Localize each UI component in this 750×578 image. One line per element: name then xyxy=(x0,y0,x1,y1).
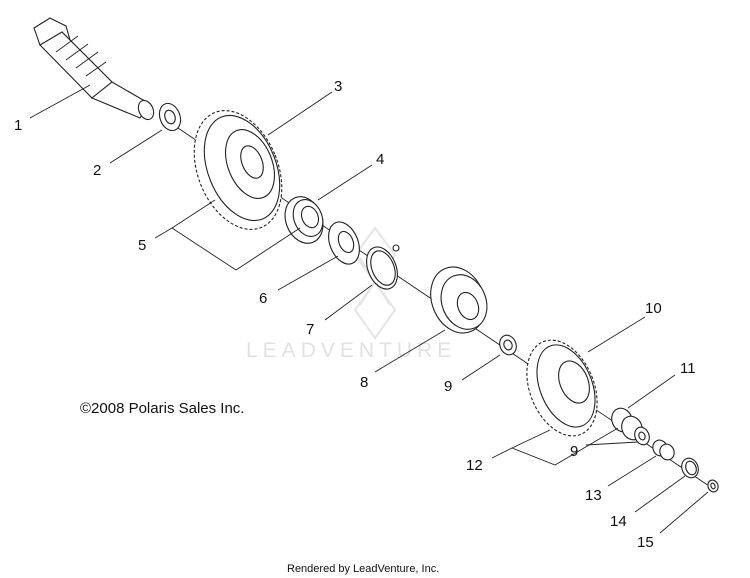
callout-10: 10 xyxy=(645,300,662,317)
part-thrust-washer xyxy=(158,102,182,132)
callout-14: 14 xyxy=(610,513,627,530)
callout-3: 3 xyxy=(334,78,342,95)
part-gear-large xyxy=(193,110,283,230)
part-gear-second xyxy=(526,339,598,437)
callout-5: 5 xyxy=(138,237,146,254)
part-bearing xyxy=(284,196,324,244)
part-small-washer xyxy=(707,479,719,493)
part-clip-ring xyxy=(681,457,699,479)
callout-11: 11 xyxy=(680,360,696,377)
callout-labels: 1 2 3 4 5 6 7 8 9 10 11 12 9 13 14 15 xyxy=(14,78,696,551)
part-dog-clutch xyxy=(430,266,488,334)
callout-13: 13 xyxy=(585,487,602,504)
part-sleeve xyxy=(652,439,675,461)
part-spacer-2 xyxy=(634,426,650,446)
copyright-notice: ©2008 Polaris Sales Inc. xyxy=(80,400,244,417)
callout-12: 12 xyxy=(466,457,483,474)
watermark-text: LEADVENTURE xyxy=(246,339,456,362)
callout-1: 1 xyxy=(14,117,22,134)
part-shaft xyxy=(33,17,155,121)
callout-9-lower: 9 xyxy=(570,443,578,460)
callout-7: 7 xyxy=(306,321,314,338)
callout-2: 2 xyxy=(93,162,101,179)
part-spacer-1 xyxy=(499,334,517,356)
callout-9-upper: 9 xyxy=(444,378,452,395)
callout-6: 6 xyxy=(259,290,267,307)
part-snap-ring xyxy=(366,244,400,290)
leader-lines xyxy=(29,84,709,534)
callout-8: 8 xyxy=(360,374,368,391)
callout-15: 15 xyxy=(637,534,654,551)
callout-4: 4 xyxy=(376,151,384,168)
footer-credit: Rendered by LeadVenture, Inc. xyxy=(287,563,439,575)
part-tab-washer xyxy=(328,221,360,265)
watermark: LEADVENTURE xyxy=(246,226,456,362)
